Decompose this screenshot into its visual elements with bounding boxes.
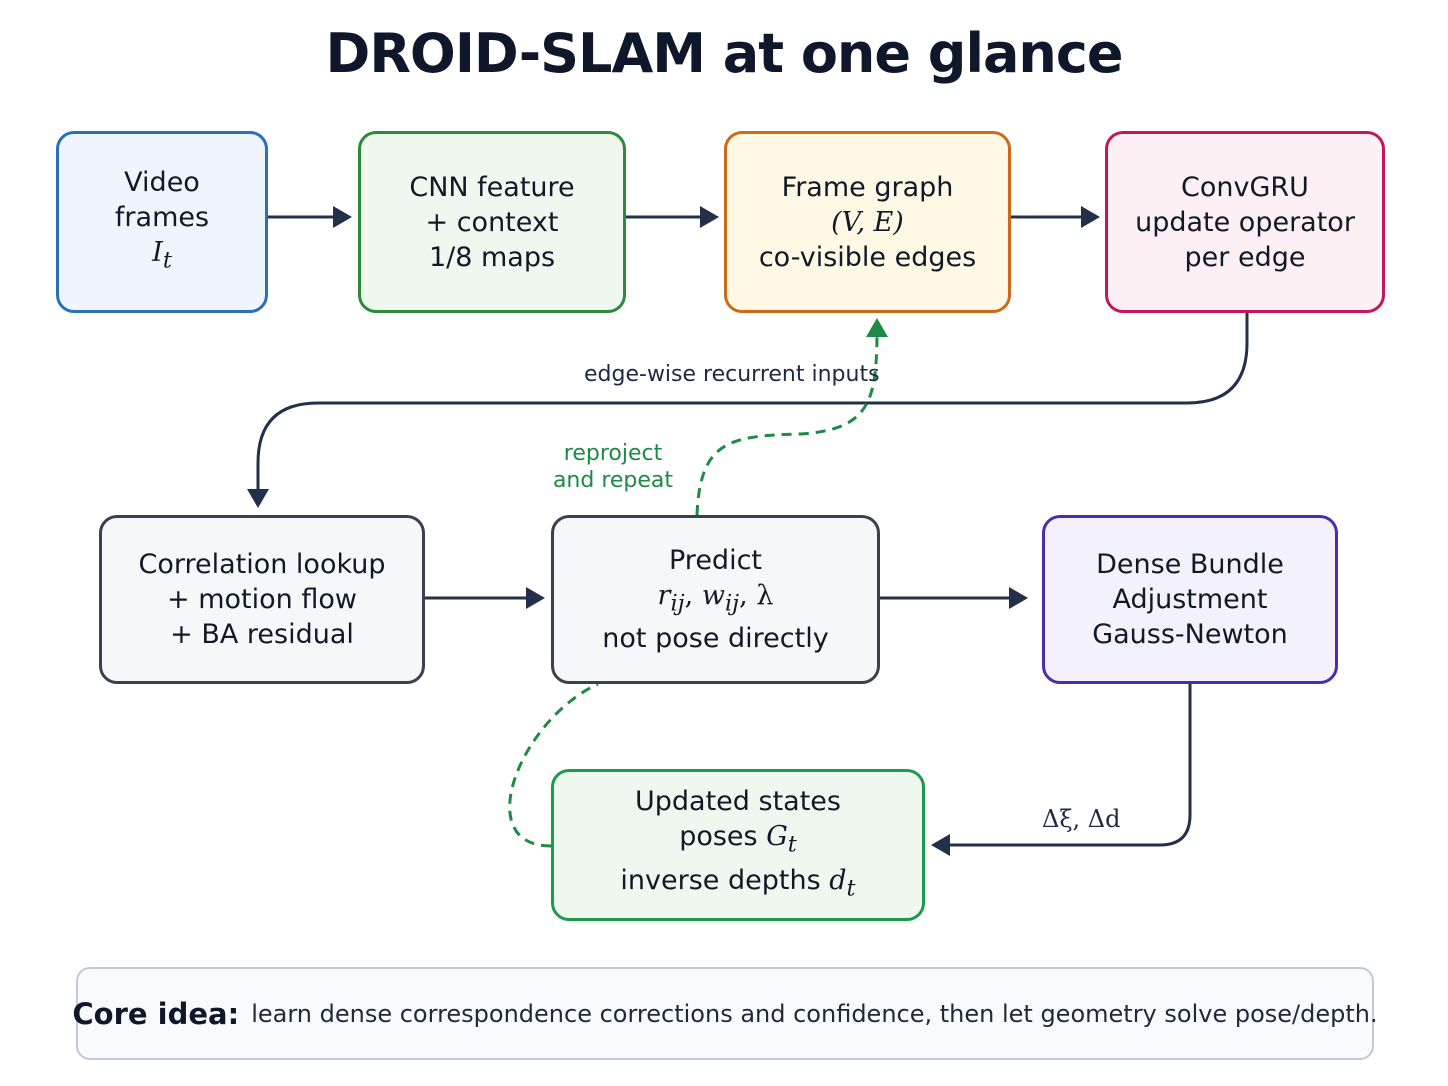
node-video-line1: Video — [124, 167, 200, 199]
lambda-symbol: λ — [756, 579, 774, 611]
depth-subscript: t — [846, 874, 856, 901]
node-gru-line2: update operator — [1135, 206, 1355, 238]
node-graph-line3: co-visible edges — [758, 241, 977, 273]
node-ba-line1: Dense Bundle — [1096, 549, 1284, 580]
node-corr-line1: Correlation lookup — [138, 549, 386, 580]
depths-prefix: inverse depths — [620, 864, 830, 896]
math-separator-2: , — [739, 579, 757, 611]
depth-symbol: d — [829, 864, 847, 896]
arrowhead-ba-to-states — [931, 834, 950, 856]
node-predict-line1: Predict — [669, 544, 762, 576]
node-predict-math-line: rij, wij, λ — [658, 578, 774, 621]
reproject-line2: and repeat — [552, 468, 674, 493]
node-cnn-line2: + context — [425, 206, 559, 238]
node-video-frames: Video frames It — [56, 131, 268, 313]
arrowhead-loop-to-graph — [866, 318, 888, 337]
node-corr-line2: + motion flow — [167, 584, 357, 615]
pose-subscript: t — [787, 831, 797, 858]
arrow-ba-to-states — [946, 684, 1192, 847]
edge-label-reproject: reproject and repeat — [548, 440, 678, 494]
arrowhead-video-to-cnn — [333, 206, 352, 228]
node-correlation-lookup: Correlation lookup + motion flow + BA re… — [99, 515, 425, 684]
node-corr-line3: + BA residual — [170, 619, 354, 650]
poses-prefix: poses — [679, 821, 767, 853]
loop-states-to-predict — [508, 682, 599, 848]
core-idea-label: Core idea: — [72, 996, 240, 1031]
page-title: DROID-SLAM at one glance — [325, 22, 1124, 85]
weight-subscript: ij — [724, 590, 740, 617]
frame-subscript: t — [162, 247, 172, 274]
node-frame-graph: Frame graph (V, E) co-visible edges — [724, 131, 1011, 313]
arrowhead-gru-to-corr — [247, 489, 269, 508]
arrowhead-predict-to-ba — [1009, 587, 1028, 609]
node-cnn-line1: CNN feature — [409, 171, 575, 203]
reproject-line1: reproject — [563, 441, 663, 466]
node-states-line1: Updated states — [635, 786, 841, 818]
node-states-line2: poses Gt — [679, 819, 797, 862]
node-graph-math: (V, E) — [831, 206, 904, 238]
residual-symbol: r — [657, 579, 671, 611]
arrow-gru-to-corr — [256, 313, 1249, 492]
node-dense-bundle-adjustment: Dense Bundle Adjustment Gauss-Newton — [1042, 515, 1338, 684]
node-cnn-line3: 1/8 maps — [428, 241, 556, 273]
node-convgru: ConvGRU update operator per edge — [1105, 131, 1385, 313]
edge-label-recurrent: edge-wise recurrent inputs — [584, 362, 880, 387]
node-ba-line3: Gauss-Newton — [1092, 619, 1288, 650]
node-ba-line2: Adjustment — [1112, 584, 1268, 615]
edge-label-delta: Δξ, Δd — [1042, 805, 1121, 833]
node-gru-line1: ConvGRU — [1181, 171, 1309, 203]
node-video-symbol-line: It — [152, 235, 172, 278]
core-idea-box: Core idea: learn dense correspondence co… — [72, 967, 1378, 1060]
arrowhead-corr-to-predict — [526, 587, 545, 609]
weight-symbol: w — [701, 579, 725, 611]
node-video-line2: frames — [114, 202, 210, 234]
arrowhead-cnn-to-graph — [700, 206, 719, 228]
node-updated-states: Updated states poses Gt inverse depths d… — [551, 769, 925, 921]
node-predict: Predict rij, wij, λ not pose directly — [551, 515, 880, 684]
residual-subscript: ij — [670, 590, 685, 617]
node-cnn-feature: CNN feature + context 1/8 maps — [358, 131, 626, 313]
node-gru-line3: per edge — [1184, 241, 1306, 273]
core-idea-text: learn dense correspondence corrections a… — [251, 999, 1378, 1028]
loop-predict-to-graph — [695, 336, 879, 516]
frame-symbol: I — [152, 237, 163, 269]
node-graph-line1: Frame graph — [781, 171, 954, 203]
node-states-line3: inverse depths dt — [620, 863, 855, 906]
pose-symbol: G — [766, 821, 788, 853]
node-predict-line3: not pose directly — [602, 623, 829, 655]
math-separator-1: , — [684, 579, 702, 611]
arrowhead-graph-to-gru — [1081, 206, 1100, 228]
